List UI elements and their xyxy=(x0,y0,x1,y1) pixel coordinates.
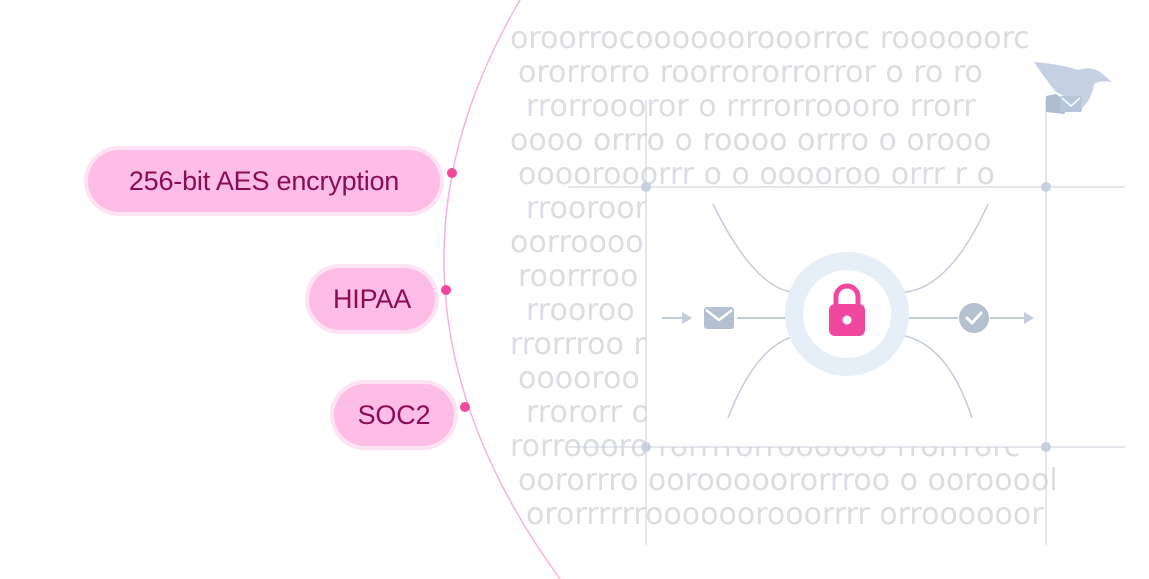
binary-row: oroorrocoooooorooorroc roooooorc xyxy=(510,21,1030,56)
padlock-icon xyxy=(829,283,865,336)
binary-row: ororrrrrroooooorooorrrr orroooooor xyxy=(526,497,1044,532)
binary-row: rrorroooror o rrrrorroooro rrorr xyxy=(526,89,976,124)
binary-background: oroorrocoooooorooorroc roooooorcororrorr… xyxy=(510,21,1058,532)
arrow-heads xyxy=(682,312,1034,324)
feature-pill-hipaa: HIPAA xyxy=(309,268,435,330)
feature-label: SOC2 xyxy=(357,399,431,430)
binary-row: oooo orrro o roooo orrro o orooo xyxy=(510,123,992,158)
binary-row: ororrorro roorrororrorror o ro ro xyxy=(518,55,983,90)
envelope-icon xyxy=(704,307,734,329)
feature-label: 256-bit AES encryption xyxy=(128,165,400,196)
checkmark-circle-icon xyxy=(959,303,989,333)
feature-pill-aes: 256-bit AES encryption xyxy=(88,150,440,212)
binary-row: oororrro oorooooororrroo o oorooool xyxy=(518,463,1058,498)
frame-lines xyxy=(568,100,1125,545)
arc-dots xyxy=(441,168,470,412)
eagle-mail-icon xyxy=(1034,62,1112,114)
binary-row: oooorooorrr o o ooooroo orrr r o xyxy=(518,157,995,192)
feature-label: HIPAA xyxy=(332,283,412,314)
frame-corner-dots xyxy=(641,182,1051,452)
feature-pill-soc2: SOC2 xyxy=(334,384,454,446)
